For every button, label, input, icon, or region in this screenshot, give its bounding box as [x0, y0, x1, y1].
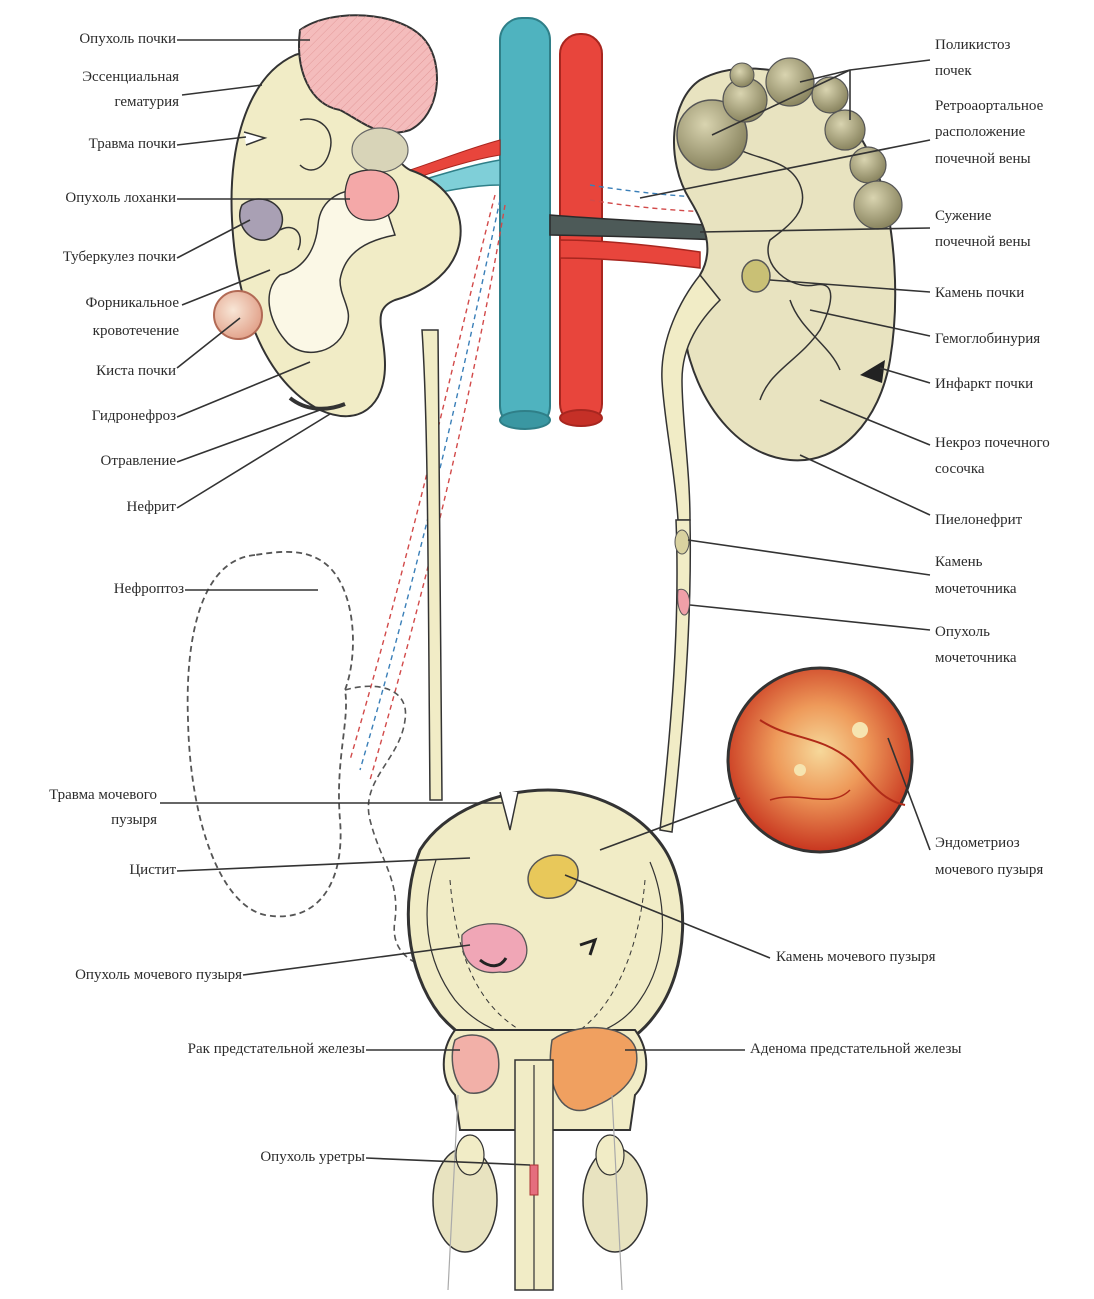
label-pyelonephritis: Пиелонефрит: [935, 507, 1022, 534]
label-fornical-bleeding-2: кровотечение: [93, 318, 179, 345]
bladder: [408, 790, 682, 1060]
nephroptosis-ghost-kidney: [188, 552, 353, 917]
label-essential-hematuria-1: Эссенциальная: [82, 64, 179, 91]
label-essential-hematuria-2: гематурия: [114, 89, 179, 116]
ureters: [422, 330, 690, 832]
label-prostate-adenoma: Аденома предстательной железы: [750, 1036, 961, 1063]
label-kidney-tumor: Опухоль почки: [79, 26, 176, 53]
label-kidney-tb: Туберкулез почки: [63, 244, 176, 271]
ureter-stone: [675, 530, 689, 554]
label-kidney-cyst: Киста почки: [96, 358, 176, 385]
label-kidney-infarct: Инфаркт почки: [935, 371, 1033, 398]
label-vein-narrowing-1: Сужение: [935, 203, 991, 230]
label-ureter-tumor-1: Опухоль: [935, 619, 990, 646]
label-urethra-tumor: Опухоль уретры: [260, 1144, 365, 1171]
label-bladder-stone: Камень мочевого пузыря: [776, 944, 935, 971]
label-bladder-tumor: Опухоль мочевого пузыря: [75, 962, 242, 989]
label-polycystic-1: Поликистоз: [935, 32, 1010, 59]
kidney-stone: [742, 260, 770, 292]
label-papillary-necrosis-2: сосочка: [935, 456, 985, 483]
label-prostate-cancer: Рак предстательной железы: [188, 1036, 365, 1063]
label-fornical-bleeding-1: Форникальное: [86, 290, 179, 317]
label-kidney-stone: Камень почки: [935, 280, 1024, 307]
label-vein-narrowing-2: почечной вены: [935, 229, 1031, 256]
prostate-urethra: [433, 1028, 647, 1290]
label-ureter-stone-2: мочеточника: [935, 576, 1017, 603]
label-ureter-tumor-2: мочеточника: [935, 645, 1017, 672]
label-retroaortic-2: расположение: [935, 119, 1025, 146]
label-ureter-stone-1: Камень: [935, 549, 982, 576]
label-bladder-trauma-2: пузыря: [111, 807, 157, 834]
label-poisoning: Отравление: [101, 448, 176, 475]
endometriosis-view: [728, 668, 912, 852]
label-bladder-trauma-1: Травма мочевого: [49, 782, 157, 809]
label-nephritis: Нефрит: [127, 494, 176, 521]
label-hemoglobinuria: Гемоглобинурия: [935, 326, 1040, 353]
label-polycystic-2: почек: [935, 58, 972, 85]
label-endometriosis-1: Эндометриоз: [935, 830, 1020, 857]
label-kidney-trauma: Травма почки: [89, 131, 176, 158]
label-nephroptosis: Нефроптоз: [114, 576, 184, 603]
label-papillary-necrosis-1: Некроз почечного: [935, 430, 1050, 457]
label-endometriosis-2: мочевого пузыря: [935, 857, 1043, 884]
label-pelvis-tumor: Опухоль лоханки: [65, 185, 176, 212]
label-retroaortic-1: Ретроаортальное: [935, 93, 1043, 120]
kidney-right-image: [662, 58, 902, 520]
pelvis-tumor-mass: [345, 170, 399, 220]
label-cystitis: Цистит: [129, 857, 176, 884]
label-hydronephrosis: Гидронефроз: [92, 403, 176, 430]
prostate-cancer-mass: [452, 1035, 498, 1093]
label-retroaortic-3: почечной вены: [935, 146, 1031, 173]
kidney-cyst: [214, 291, 262, 339]
